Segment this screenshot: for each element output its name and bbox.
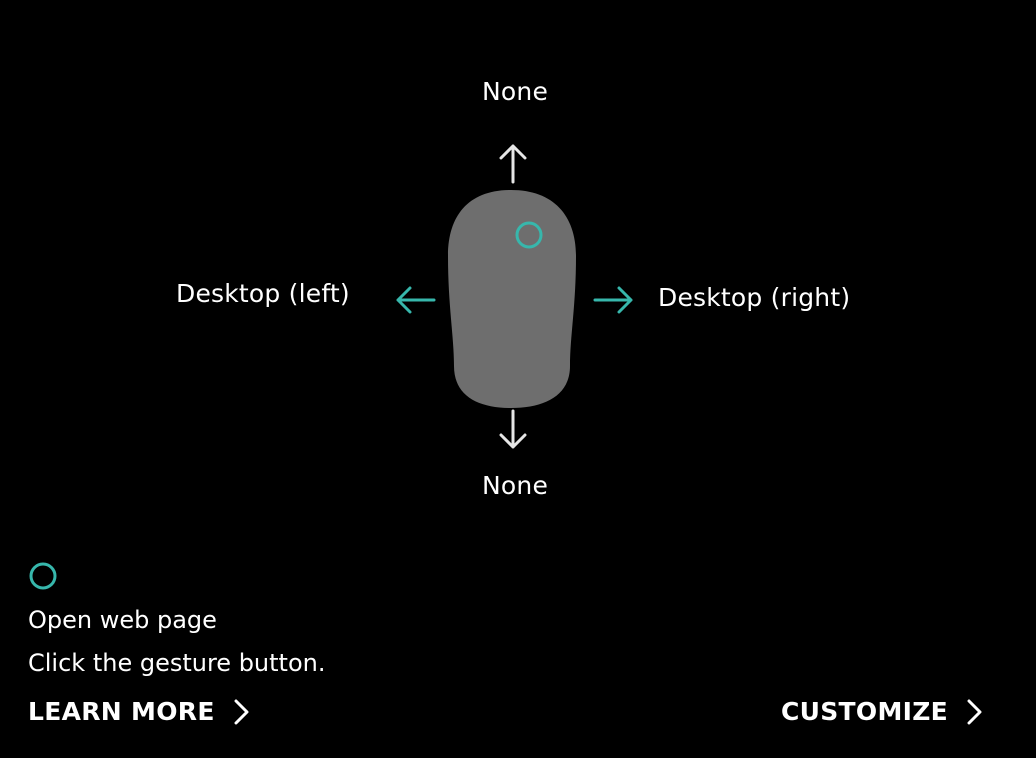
gesture-up-label: None — [482, 77, 549, 106]
customize-button[interactable]: CUSTOMIZE — [781, 697, 982, 726]
arrow-left-icon — [396, 286, 436, 314]
action-hint: Click the gesture button. — [28, 649, 326, 677]
gesture-button-legend-icon — [29, 562, 57, 590]
gesture-button-marker-icon — [515, 221, 543, 249]
arrow-down-icon — [499, 409, 527, 449]
action-name: Open web page — [28, 606, 217, 634]
chevron-right-icon — [234, 699, 249, 724]
gesture-down-label: None — [482, 471, 549, 500]
learn-more-button[interactable]: LEARN MORE — [28, 697, 249, 726]
gesture-left-label: Desktop (left) — [176, 279, 350, 308]
gesture-right-label: Desktop (right) — [658, 283, 851, 312]
customize-label: CUSTOMIZE — [781, 697, 949, 726]
learn-more-label: LEARN MORE — [28, 697, 215, 726]
arrow-up-icon — [499, 144, 527, 184]
chevron-right-icon — [967, 699, 982, 724]
arrow-right-icon — [593, 286, 633, 314]
mouse-icon — [448, 190, 576, 408]
